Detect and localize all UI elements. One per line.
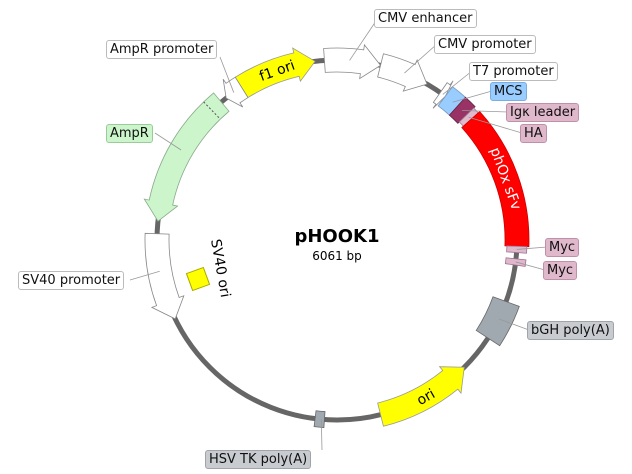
leader-line-t7-promoter (442, 70, 473, 95)
leader-line-ha (468, 116, 523, 134)
leader-line-bgh-polya (498, 318, 530, 331)
feature-sv40-promoter[interactable] (144, 232, 185, 320)
label-myc-1[interactable]: Myc (545, 238, 580, 257)
leader-line-cmv-promoter (404, 43, 438, 74)
label-igk-leader[interactable]: Igκ leader (506, 103, 580, 122)
sv40-ori-label: SV40 ori (207, 238, 233, 299)
leader-line-mcs (452, 90, 493, 103)
label-bgh-polya[interactable]: bGH poly(A) (527, 321, 614, 340)
leader-line-myc-2 (515, 261, 546, 271)
feature-ori[interactable] (377, 366, 465, 427)
leader-line-ampr-promoter (219, 56, 235, 93)
leader-line-sv40-promoter (129, 270, 160, 281)
feature-myc-1[interactable] (506, 245, 528, 254)
feature-sv40-ori[interactable] (185, 266, 211, 292)
label-ampr-promoter[interactable]: AmpR promoter (106, 40, 218, 59)
label-ampr[interactable]: AmpR (106, 124, 153, 143)
label-hsv-tk-polya[interactable]: HSV TK poly(A) (205, 450, 312, 469)
leader-line-ampr (154, 132, 182, 151)
feature-label-ori: ori (414, 386, 438, 409)
feature-ampr-promoter[interactable] (222, 76, 249, 108)
leader-line-myc-1 (516, 246, 548, 250)
label-mcs[interactable]: MCS (490, 82, 527, 101)
plasmid-name: pHOOK1 (294, 226, 379, 247)
label-cmv-promoter[interactable]: CMV promoter (434, 35, 536, 54)
label-cmv-enhancer[interactable]: CMV enhancer (374, 9, 477, 28)
feature-ampr[interactable] (143, 92, 230, 222)
feature-hsv-tk-polya[interactable] (313, 410, 326, 428)
feature-cmv-promoter[interactable] (377, 53, 428, 92)
feature-bgh-polya[interactable] (475, 296, 520, 347)
label-myc-2[interactable]: Myc (543, 261, 578, 280)
leader-line-cmv-enhancer (349, 17, 379, 61)
feature-cmv-enhancer[interactable] (323, 43, 382, 80)
leader-line-igk-leader (462, 110, 509, 113)
ampr-divider (203, 101, 221, 120)
leader-line-hsv-tk-polya (320, 419, 323, 451)
feature-f1-ori[interactable] (234, 47, 316, 99)
label-t7-promoter[interactable]: T7 promoter (469, 62, 558, 81)
plasmid-length: 6061 bp (312, 249, 362, 263)
label-sv40-promoter[interactable]: SV40 promoter (18, 271, 125, 290)
label-ha[interactable]: HA (520, 124, 547, 143)
